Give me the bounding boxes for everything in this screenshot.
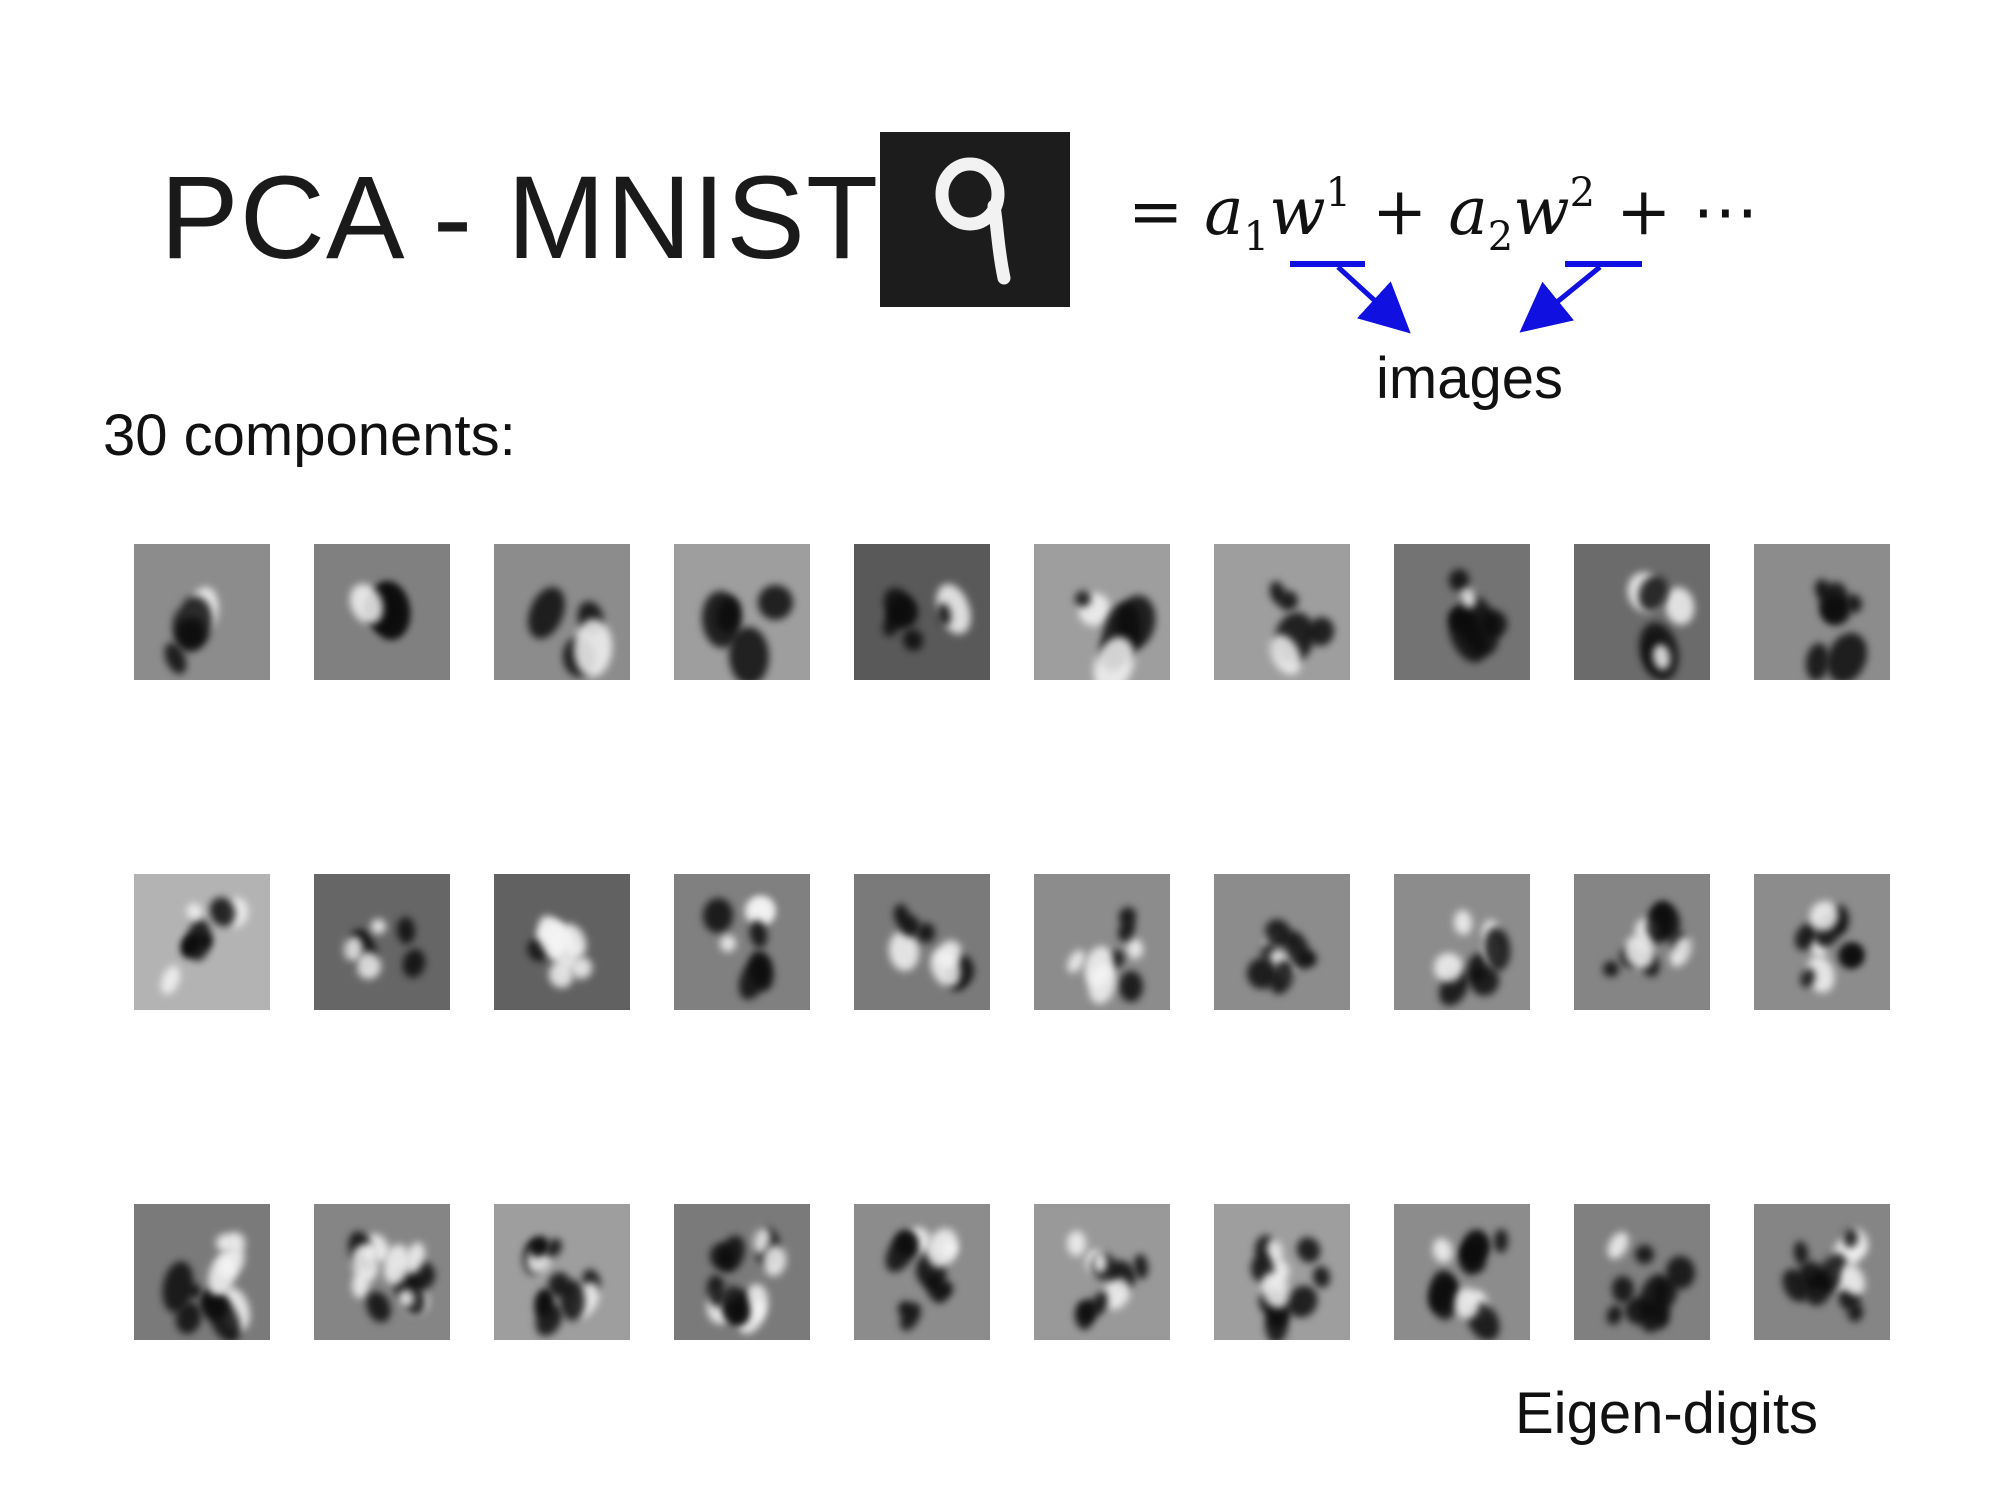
- eigen-digit-tile: [854, 1204, 990, 1340]
- eigen-digit-tile: [1574, 874, 1710, 1010]
- eigen-digit-tile: [1034, 874, 1170, 1010]
- eigen-digit-tile: [494, 874, 630, 1010]
- eigen-digit-tile: [134, 1204, 270, 1340]
- formula-a2-subscript: 2: [1487, 214, 1514, 260]
- eigen-digit-blob: [1127, 939, 1144, 960]
- eigen-digit-tile: [1214, 874, 1350, 1010]
- formula-a1: a: [1204, 173, 1244, 250]
- eigen-digit-blob: [1452, 909, 1473, 936]
- eigen-digit-blob: [400, 946, 429, 980]
- eigen-digit-tile: [1214, 1204, 1350, 1340]
- eigen-digit-tile: [1034, 1204, 1170, 1340]
- eigen-digit-blob: [370, 919, 387, 935]
- eigen-digit-blob: [720, 934, 737, 952]
- eigen-digit-blob: [572, 618, 615, 678]
- eigen-digit-blob: [1803, 641, 1832, 680]
- eigen-digit-blob: [752, 580, 798, 626]
- eigen-digit-tile: [494, 1204, 630, 1340]
- eigen-digit-blob: [887, 595, 919, 630]
- eigen-digit-blob: [1603, 1303, 1625, 1328]
- eigen-digit-blob: [1092, 1251, 1107, 1274]
- formula-ellipsis: ⋯: [1692, 173, 1759, 250]
- eigen-digit-blob: [728, 626, 771, 680]
- pca-formula: = a1w1 + a2w2 + ⋯: [1128, 170, 1758, 260]
- eigen-digit-blob: [899, 626, 926, 655]
- eigen-digit-blob: [1603, 1228, 1633, 1263]
- eigen-digit-tile: [494, 544, 630, 680]
- arrow-w2-to-images: [1519, 265, 1602, 333]
- eigen-digit-tile: [1754, 544, 1890, 680]
- eigen-digit-tile: [1394, 1204, 1530, 1340]
- eigen-digit-tile: [1574, 544, 1710, 680]
- sample-digit-nine-image: [880, 132, 1070, 307]
- eigen-digit-tile: [854, 874, 990, 1010]
- eigen-digit-tile: [1394, 874, 1530, 1010]
- eigen-digit-blob: [521, 581, 573, 644]
- eigen-digit-tile: [1754, 1204, 1890, 1340]
- page-title: PCA - MNIST: [160, 152, 880, 284]
- eigen-digit-blob: [1264, 1303, 1289, 1340]
- eigen-digit-tile: [1394, 544, 1530, 680]
- eigen-digit-tile: [314, 874, 450, 1010]
- eigen-digits-caption: Eigen-digits: [1515, 1381, 1819, 1446]
- formula-w1: w: [1269, 173, 1326, 250]
- eigen-digit-tile: [674, 874, 810, 1010]
- eigen-digit-tile: [134, 874, 270, 1010]
- eigen-digit-blob: [396, 916, 417, 945]
- formula-w2: w: [1513, 173, 1570, 250]
- eigen-digit-tile: [854, 544, 990, 680]
- formula-a1-subscript: 1: [1243, 214, 1270, 260]
- eigen-digit-blob: [1066, 1230, 1086, 1256]
- digit-nine-stroke: [935, 157, 1011, 285]
- eigen-digit-tile: [314, 544, 450, 680]
- eigen-digit-blob: [1634, 1243, 1656, 1265]
- formula-plus-1: +: [1372, 173, 1428, 250]
- arrow-w1-to-images: [1336, 265, 1411, 334]
- eigen-digit-tile: [1034, 544, 1170, 680]
- eigen-digit-tile: [674, 1204, 810, 1340]
- eigen-digit-tile: [1574, 1204, 1710, 1340]
- eigen-digit-tile: [1754, 874, 1890, 1010]
- formula-equals: =: [1128, 173, 1184, 250]
- formula-w1-superscript: 1: [1325, 170, 1352, 216]
- eigen-digit-blob: [362, 1288, 395, 1327]
- formula-w2-superscript: 2: [1569, 170, 1596, 216]
- eigen-digit-tile: [134, 544, 270, 680]
- formula-plus-2: +: [1616, 173, 1672, 250]
- eigen-digit-blob: [1311, 1265, 1331, 1289]
- eigen-digit-blob: [1602, 960, 1620, 978]
- eigen-digit-blob: [1430, 1235, 1456, 1265]
- images-label: images: [1376, 346, 1563, 411]
- components-subtitle: 30 components:: [103, 403, 516, 468]
- eigen-digit-blob: [1493, 1228, 1510, 1253]
- eigen-digit-tile: [1214, 544, 1350, 680]
- formula-a2: a: [1448, 173, 1488, 250]
- eigen-digit-blob: [1293, 1233, 1325, 1267]
- eigen-digit-blob: [701, 896, 735, 935]
- eigen-digit-tile: [674, 544, 810, 680]
- eigen-digit-blob: [1119, 970, 1143, 1002]
- eigen-digit-tile: [314, 1204, 450, 1340]
- eigen-digit-grid: [134, 544, 1896, 1344]
- eigen-digit-blob: [157, 962, 184, 997]
